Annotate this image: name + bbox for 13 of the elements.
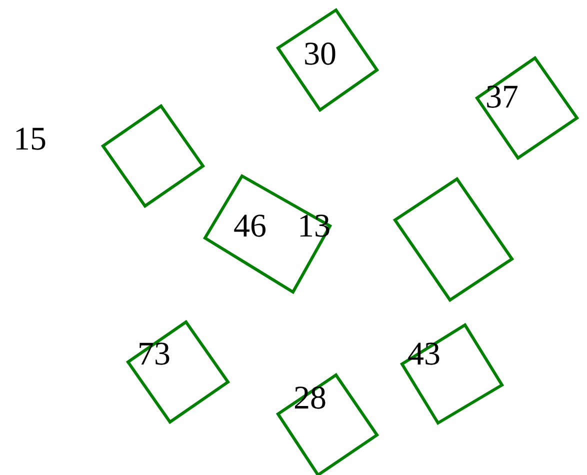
square-outline (392, 176, 514, 302)
number-label: 73 (138, 338, 170, 372)
square-outline (474, 56, 580, 160)
square-outline (100, 104, 206, 208)
square-outline (202, 174, 332, 294)
square-outline (400, 322, 504, 426)
square-outline (276, 372, 380, 475)
number-label: 46 (234, 210, 266, 244)
square-outline (126, 320, 230, 424)
number-label: 30 (304, 38, 336, 72)
number-label: 15 (14, 124, 46, 156)
square-outline (276, 8, 380, 112)
number-label: 37 (486, 82, 518, 114)
